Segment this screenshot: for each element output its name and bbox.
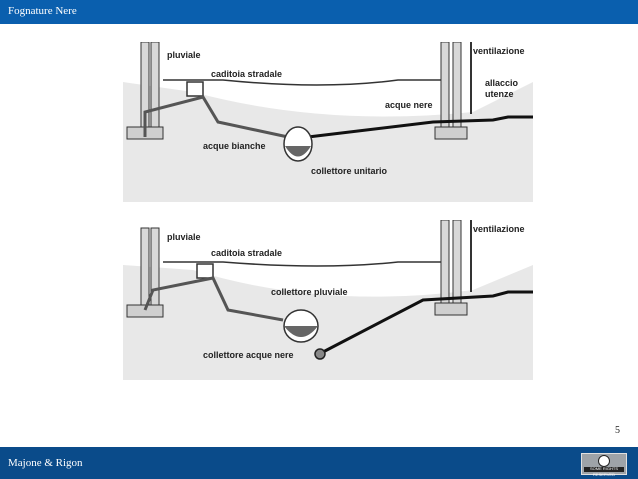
sewage-pipe xyxy=(322,290,533,354)
label-collettore-nere: collettore acque nere xyxy=(203,350,294,360)
diagram-top: pluviale caditoia stradale ventilazione … xyxy=(123,42,533,202)
label-caditoia: caditoia stradale xyxy=(211,248,282,258)
label-acque-bianche: acque bianche xyxy=(203,141,266,151)
diagram-bottom: pluviale caditoia stradale ventilazione … xyxy=(123,220,533,380)
left-wall-inner xyxy=(150,42,160,138)
cc-icon xyxy=(598,455,610,467)
collector-water xyxy=(285,146,311,157)
label-ventilazione: ventilazione xyxy=(473,46,525,56)
left-foundation xyxy=(126,304,164,318)
rain-pipe xyxy=(143,95,289,139)
gully-box xyxy=(186,81,204,97)
label-allaccio: allaccio xyxy=(485,78,519,88)
label-collettore-pluviale: collettore pluviale xyxy=(271,287,348,297)
cc-license-text: SOME RIGHTS RESERVED xyxy=(589,466,618,477)
diagram-top-svg: pluviale caditoia stradale ventilazione … xyxy=(123,42,533,202)
sewage-collector xyxy=(314,348,326,360)
label-caditoia: caditoia stradale xyxy=(211,69,282,79)
ground-fill xyxy=(123,265,533,380)
road-surface xyxy=(163,79,441,86)
label-acque-nere: acque nere xyxy=(385,100,433,110)
page-number: 5 xyxy=(615,425,620,436)
right-foundation xyxy=(434,302,468,316)
footer-author: Majone & Rigon xyxy=(8,457,83,469)
rain-collector-water xyxy=(284,326,318,337)
label-collettore: collettore unitario xyxy=(311,166,388,176)
sewage-pipe xyxy=(307,115,533,139)
label-pluviale: pluviale xyxy=(167,50,201,60)
right-foundation xyxy=(434,126,468,140)
header-bar: Fognature Nere xyxy=(0,0,638,24)
footer-bar: Majone & Rigon xyxy=(0,447,638,479)
diagram-bottom-svg: pluviale caditoia stradale ventilazione … xyxy=(123,220,533,380)
right-wall xyxy=(440,42,450,133)
road-surface xyxy=(163,261,441,267)
left-wall-inner xyxy=(150,227,160,314)
slide-title: Fognature Nere xyxy=(8,5,77,17)
label-utenze: utenze xyxy=(485,89,514,99)
right-wall-inner xyxy=(452,42,462,133)
label-ventilazione: ventilazione xyxy=(473,224,525,234)
label-pluviale: pluviale xyxy=(167,232,201,242)
cc-badge-bar xyxy=(584,467,624,472)
rain-pipe xyxy=(143,276,284,322)
right-wall xyxy=(440,220,450,309)
ground-fill xyxy=(123,82,533,202)
cc-license-badge[interactable]: SOME RIGHTS RESERVED xyxy=(581,453,627,477)
gully-box xyxy=(196,263,214,279)
right-wall-inner xyxy=(452,220,462,309)
